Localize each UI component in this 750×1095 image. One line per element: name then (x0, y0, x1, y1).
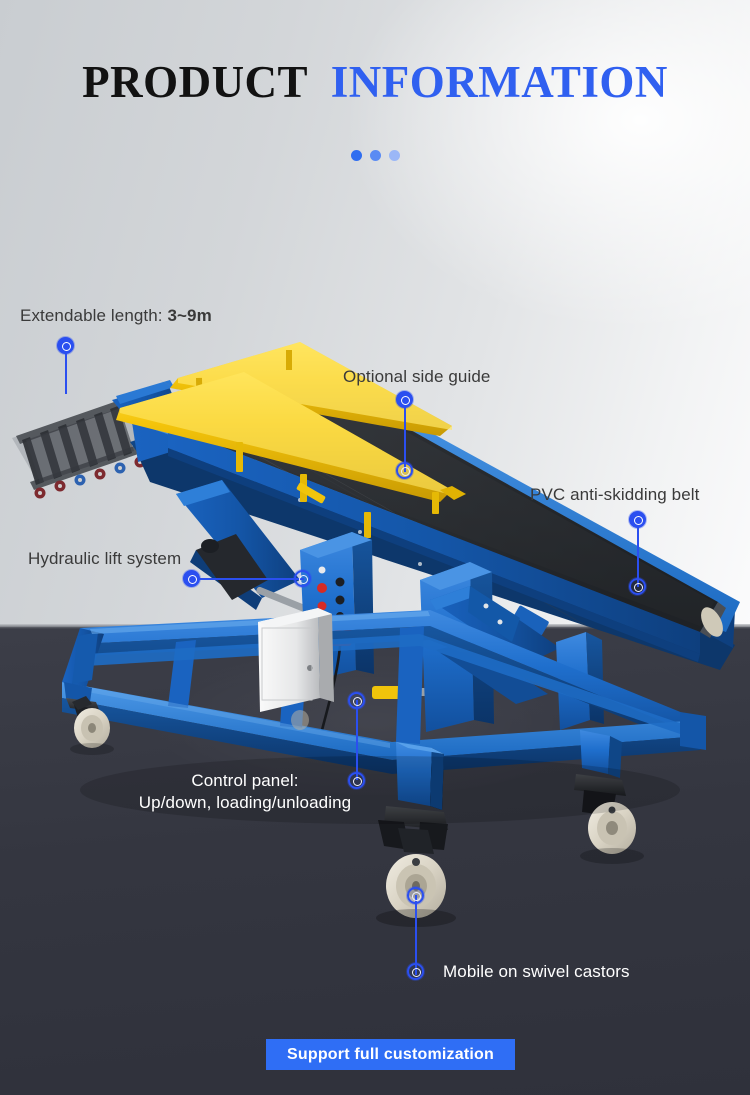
callout-label-swivel-castors: Mobile on swivel castors (443, 962, 630, 982)
decorative-dots (0, 150, 750, 161)
base-chassis-frame (62, 610, 706, 774)
connector-extendable-length (65, 352, 67, 394)
marker-swivel-castors-top[interactable] (407, 887, 424, 904)
side-guide-rails (116, 342, 466, 538)
callout-label-optional-side-guide: Optional side guide (343, 367, 490, 387)
marker-control-panel-anchor[interactable] (348, 772, 365, 789)
page-title-word-2: INFORMATION (330, 57, 668, 107)
marker-hydraulic-lift-left[interactable] (183, 570, 200, 587)
callout-text-swivel-castors: Mobile on swivel castors (443, 962, 630, 981)
callout-text-control-panel-line2: Up/down, loading/unloading (138, 793, 352, 813)
telescopic-extension-section (12, 380, 208, 499)
connector-control-panel (356, 700, 358, 780)
callout-label-pvc-belt: PVC anti-skidding belt (530, 485, 699, 505)
marker-hydraulic-lift-right[interactable] (294, 570, 311, 587)
marker-optional-side-guide-anchor[interactable] (396, 462, 413, 479)
connector-pvc-belt (637, 519, 639, 587)
marker-pvc-belt-top[interactable] (629, 511, 646, 528)
marker-extendable-length[interactable] (57, 337, 74, 354)
callout-text-control-panel-line1: Control panel: (191, 771, 299, 790)
dot-3 (388, 150, 400, 161)
dot-1 (350, 150, 362, 161)
product-image (12, 342, 740, 927)
connector-optional-side-guide (404, 400, 406, 472)
castor-front-left (64, 682, 110, 748)
connector-swivel-castors (415, 895, 417, 975)
control-cabinet (258, 608, 334, 712)
support-customization-button[interactable]: Support full customization (266, 1039, 515, 1070)
callout-label-hydraulic-lift: Hydraulic lift system (28, 549, 181, 569)
castor-rear-left (291, 710, 309, 730)
marker-control-panel-top[interactable] (348, 692, 365, 709)
callout-text-extendable-length: Extendable length: 3~9m (20, 306, 212, 325)
page-header: PRODUCT INFORMATION (0, 57, 750, 108)
support-customization-label: Support full customization (287, 1045, 494, 1063)
callout-text-hydraulic-lift: Hydraulic lift system (28, 549, 182, 568)
page-title: PRODUCT INFORMATION (0, 57, 750, 108)
castor-front-center (378, 742, 448, 918)
marker-optional-side-guide-top[interactable] (396, 391, 413, 408)
connector-hydraulic-lift (192, 578, 304, 580)
callout-label-extendable-length: Extendable length: 3~9m (20, 306, 212, 326)
callout-text-pvc-belt: PVC anti-skidding belt (530, 485, 700, 504)
callout-text-optional-side-guide: Optional side guide (343, 367, 491, 386)
page-title-word-1: PRODUCT (82, 57, 308, 107)
dot-2 (369, 150, 381, 161)
marker-pvc-belt-anchor[interactable] (629, 578, 646, 595)
callout-label-control-panel: Control panel: Up/down, loading/unloadin… (110, 770, 380, 815)
marker-swivel-castors-anchor[interactable] (407, 963, 424, 980)
castor-rear-right (574, 730, 636, 854)
